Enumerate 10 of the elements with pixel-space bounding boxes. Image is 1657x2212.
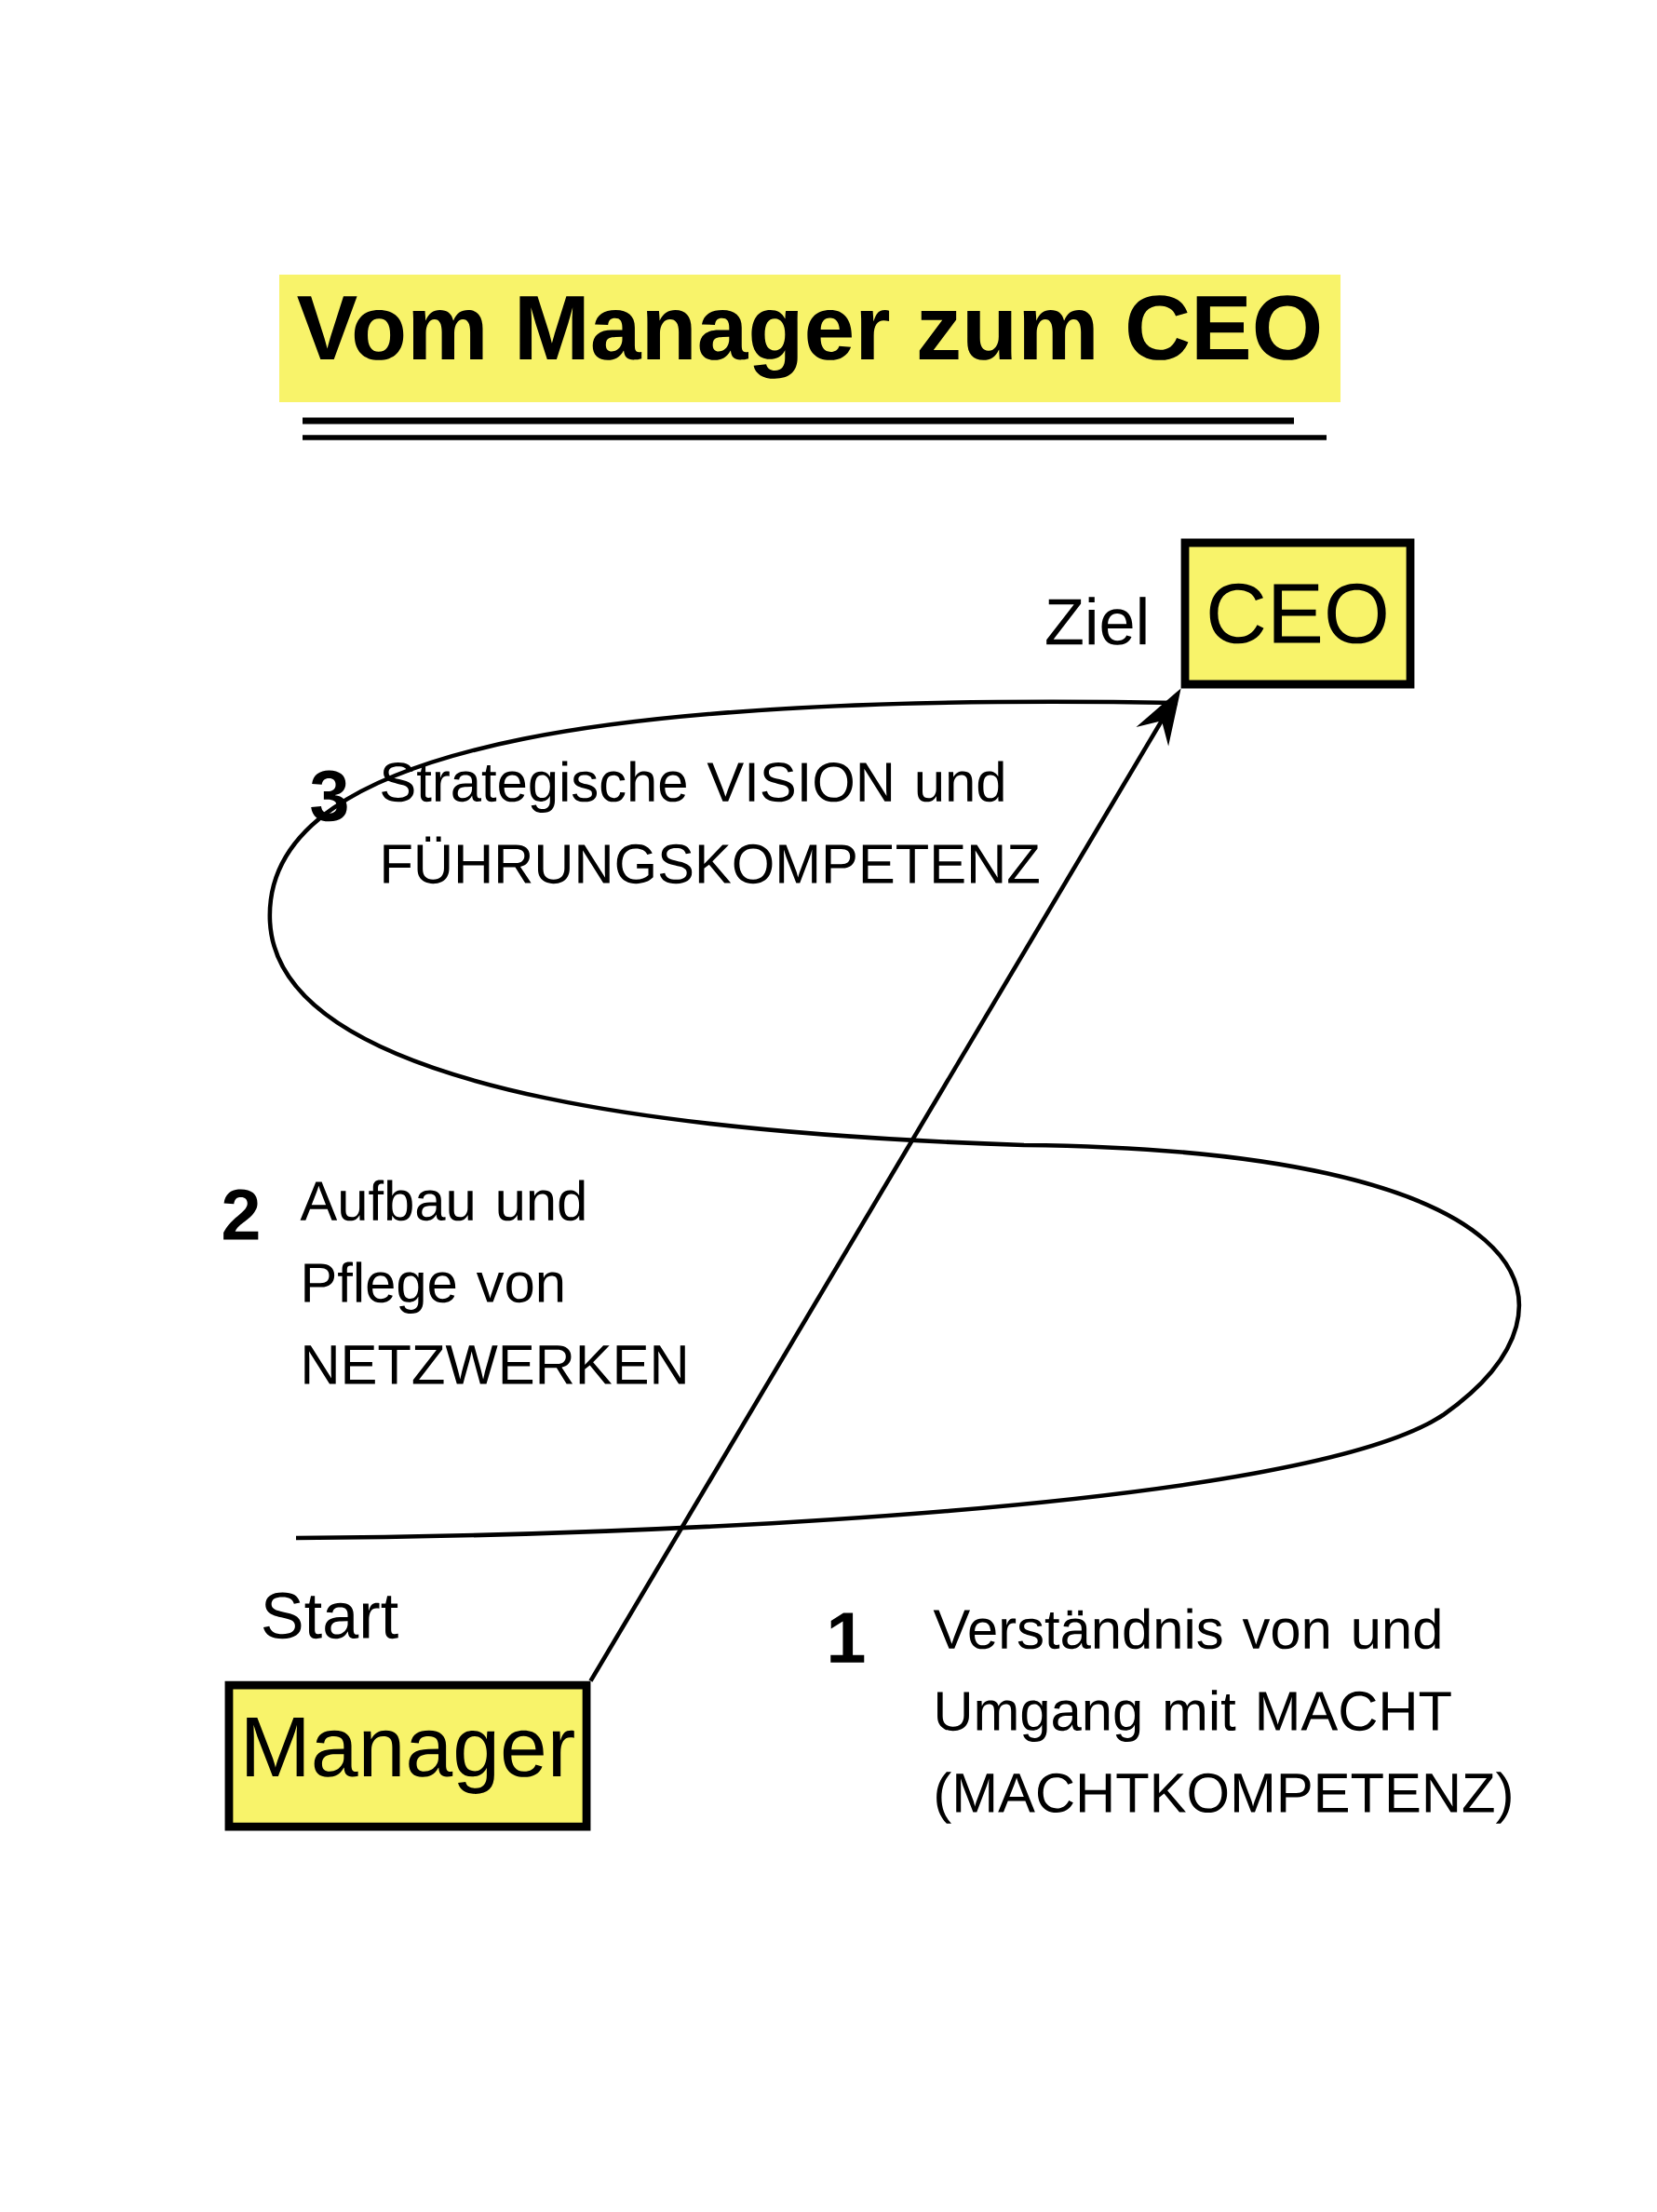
note-text: Strategische VISION und FÜHRUNGSKOMPETENZ	[382, 761, 1039, 884]
highlighted-box: CEO	[1180, 538, 1415, 689]
start-label: Start	[263, 1592, 398, 1639]
highlighted-box: Manager	[224, 1680, 591, 1831]
goal-label: Ziel	[1046, 597, 1146, 645]
step-number: 1	[830, 1612, 865, 1663]
step-number: 2	[223, 1189, 259, 1240]
note-text: Aufbau und Pflege von NETZWERKEN	[300, 1180, 685, 1384]
title: Vom Manager zum CEO	[279, 275, 1341, 402]
note-text: Verständnis von und Umgang mit MACHT (MACHTKOMPETENZ)	[933, 1608, 1511, 1824]
